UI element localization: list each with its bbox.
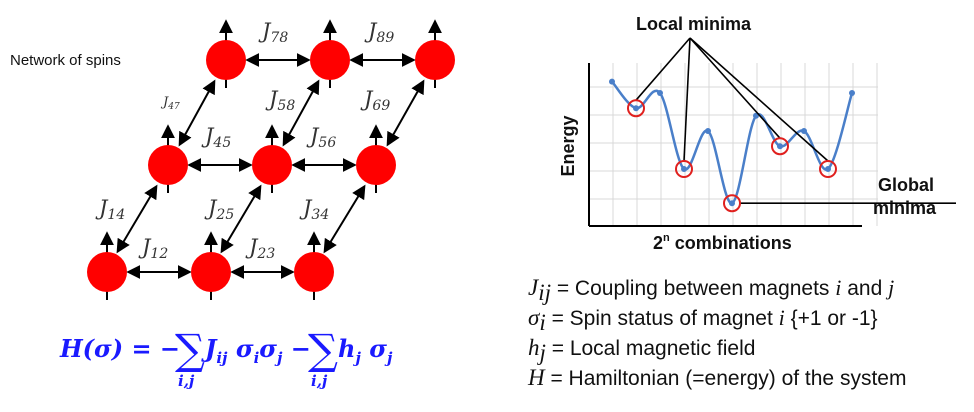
legend-local-field: hj = Local magnetic field — [528, 335, 756, 366]
svg-text:H(σ) = −: H(σ) = − — [59, 334, 180, 363]
spin-1 — [87, 252, 127, 292]
label-j45: J45 — [201, 124, 231, 151]
global-minima-line2: minima — [873, 198, 937, 218]
spin-nodes — [87, 40, 455, 292]
energy-point — [705, 128, 711, 134]
spin-9 — [415, 40, 455, 80]
label-j14: J14 — [95, 196, 125, 223]
label-j23: J23 — [245, 235, 275, 262]
label-j69: J69 — [360, 87, 390, 114]
local-minimum-marker — [675, 160, 693, 178]
legend-coupling: Jij = Coupling between magnets i and j — [528, 275, 895, 306]
network-label: Network of spins — [10, 52, 121, 69]
local-minimum-pointer — [689, 37, 781, 139]
spin-3 — [294, 252, 334, 292]
global-minima-line1: Global — [878, 175, 934, 195]
spin-5 — [252, 145, 292, 185]
minima-markers — [627, 99, 837, 213]
energy-point — [657, 90, 663, 96]
local-minimum-pointer — [689, 37, 829, 162]
energy-point — [729, 200, 735, 207]
hamiltonian-formula: H(σ) = − ∑ i,j Jij σiσj − ∑ i,j hj σj — [59, 325, 393, 390]
energy-point — [609, 78, 615, 85]
spin-4 — [148, 145, 188, 185]
svg-text:i,j: i,j — [311, 372, 328, 390]
spin-2 — [191, 252, 231, 292]
spin-8 — [310, 40, 350, 80]
chart-grid — [589, 63, 878, 226]
chart-ylabel: Energy — [558, 115, 578, 176]
legend-spin-status: σi = Spin status of magnet i {+1 or -1} — [528, 305, 878, 336]
svg-text:i,j: i,j — [178, 372, 195, 390]
spin-7 — [206, 40, 246, 80]
energy-point — [681, 166, 687, 172]
local-minimum-marker — [627, 99, 645, 118]
label-j12: J12 — [138, 235, 168, 262]
energy-point — [849, 90, 855, 96]
energy-point — [777, 143, 783, 150]
global-minimum-marker — [723, 194, 741, 213]
energy-point — [825, 166, 831, 172]
svg-text:Jij σiσj −: Jij σiσj − — [201, 334, 311, 367]
chart-xlabel: 2n combinations — [653, 232, 792, 253]
label-j58: J58 — [265, 87, 295, 114]
label-j56: J56 — [306, 124, 336, 151]
label-j47: J47 — [160, 95, 180, 112]
minima-pointers — [635, 37, 956, 204]
energy-series — [609, 78, 855, 207]
label-j78: J78 — [258, 19, 288, 46]
label-j89: J89 — [364, 19, 394, 46]
local-minimum-pointer — [683, 37, 691, 162]
energy-chart: Energy 2n combinations Local minima Glob… — [558, 14, 956, 253]
coupling-arrows — [116, 53, 425, 279]
local-minimum-pointer — [635, 37, 691, 101]
label-j34: J34 — [299, 196, 329, 223]
legend-hamiltonian: H = Hamiltonian (=energy) of the system — [528, 365, 907, 390]
local-minimum-marker — [771, 137, 789, 156]
svg-text:∑: ∑ — [175, 325, 205, 374]
local-minima-title: Local minima — [636, 14, 752, 34]
svg-text:hj σj: hj σj — [338, 334, 393, 367]
local-minimum-marker — [819, 160, 837, 178]
energy-line — [611, 80, 854, 205]
spin-6 — [356, 145, 396, 185]
label-j25: J25 — [204, 196, 234, 223]
energy-point — [801, 128, 807, 134]
svg-text:∑: ∑ — [308, 325, 338, 374]
energy-point — [633, 105, 639, 112]
